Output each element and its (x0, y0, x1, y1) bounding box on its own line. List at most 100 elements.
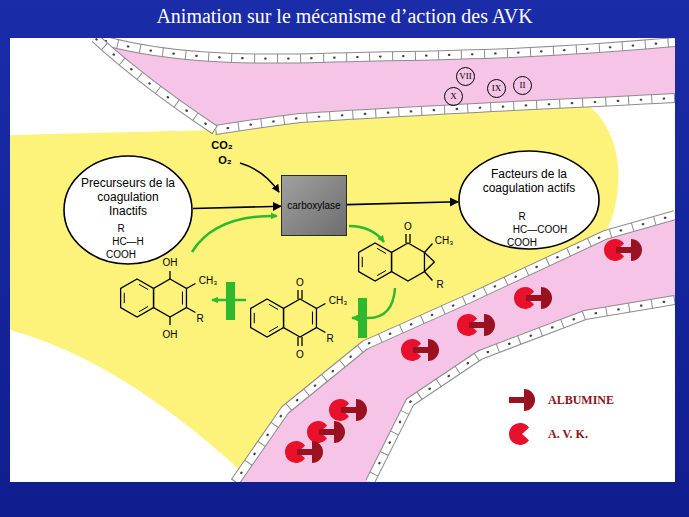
atom-label: CH₃ (199, 275, 218, 286)
vessel-wall (235, 215, 675, 482)
albumin-avk-complex (329, 399, 367, 421)
legend: ALBUMINE A. V. K. (496, 383, 614, 451)
node-label: IX (492, 83, 502, 93)
formula-label: COOH (106, 249, 136, 260)
albumin-avk-complex (285, 441, 323, 463)
vessel-wall (235, 215, 675, 482)
albumin-molecule (319, 429, 334, 435)
albumin-avk-complex (604, 239, 642, 261)
molecule-structure (169, 271, 170, 279)
albumin-molecule (297, 449, 312, 455)
molecule-structure (301, 337, 302, 346)
vessel-wall (95, 38, 215, 130)
vessel-wall (215, 98, 675, 130)
albumin-molecule (526, 295, 541, 301)
albumin-molecule (616, 247, 631, 253)
tissue (10, 38, 675, 482)
atom-label: R (326, 333, 333, 344)
formula-label: R (518, 211, 525, 222)
atom-label: CH₃ (435, 235, 454, 246)
molecule-structure (169, 317, 170, 325)
vessel-wall (235, 215, 675, 482)
factor-circle: X (444, 87, 463, 106)
vessel-wall (95, 38, 215, 130)
legend-text: ALBUMINE (548, 393, 614, 408)
vessel-wall (215, 98, 675, 130)
avk-molecule (509, 423, 529, 445)
molecule-structure (121, 279, 154, 317)
molecule-structure (154, 279, 187, 317)
molecule-structure (182, 292, 183, 305)
vessel-wall (95, 38, 215, 130)
vessel-wall (95, 38, 675, 59)
node-label: X (450, 91, 457, 101)
molecule-structure (359, 243, 392, 281)
slide-title: Animation sur le mécanisme d’action des … (0, 2, 689, 30)
albumin-molecule (341, 407, 356, 413)
molecule-structure (254, 313, 255, 323)
albumin-avk-complex (401, 339, 439, 361)
molecule-structure (269, 304, 278, 309)
molecule-structure (316, 328, 325, 333)
green-arrow (192, 216, 277, 252)
molecule-structure (392, 243, 425, 281)
legend-row: A. V. K. (496, 417, 614, 451)
molecule-structure (139, 284, 148, 289)
flow-arrow (347, 202, 458, 205)
lower-vessel (235, 215, 675, 482)
albumin-molecule (469, 322, 484, 328)
vessel-wall (370, 300, 675, 482)
ellipse-outline (64, 156, 192, 264)
vessel-wall (215, 98, 675, 130)
albumin-molecule (484, 314, 495, 336)
molecule-structure (424, 253, 434, 263)
molecule-structure (186, 284, 195, 289)
molecule-structure (186, 308, 195, 313)
vessel-wall (95, 38, 675, 59)
atom-label: OH (163, 329, 178, 340)
vessel-wall (370, 300, 675, 482)
molecule-structure (424, 262, 434, 272)
albumin-molecule (631, 239, 642, 261)
formula-label: HC—COOH (513, 224, 567, 235)
factor-circle: IX (487, 79, 506, 98)
molecule-structure (139, 307, 148, 312)
factor-circle: VII (456, 67, 475, 86)
node-label: carboxylase (287, 200, 340, 212)
inhibition-bar (226, 282, 235, 320)
vessel-wall (235, 215, 675, 482)
active-factor-ellipse: Facteurs de la coagulation actifs (458, 150, 600, 250)
node-label: Facteurs de la coagulation actifs (479, 168, 579, 196)
legend-sample (496, 419, 542, 449)
formula-label: COOH (507, 237, 537, 248)
ellipse-outline (459, 151, 599, 249)
formula-label: HC—H (112, 236, 144, 247)
molecule-structure (251, 299, 284, 337)
albumin-avk-complex (307, 421, 345, 443)
albumin-molecule (541, 287, 552, 309)
vessel-wall (370, 300, 675, 482)
vessel-wall (95, 38, 675, 482)
atom-label: CH₃ (329, 295, 348, 306)
factor-circle: II (513, 76, 532, 95)
node-label: VII (459, 71, 472, 81)
molecule-structure (301, 290, 302, 299)
albumin-molecule (428, 339, 439, 361)
atom-label: O (404, 221, 412, 232)
flow-arrow (193, 206, 281, 208)
co2-arrow (240, 163, 279, 192)
vessel-wall (95, 38, 675, 59)
legend-text: A. V. K. (548, 427, 588, 442)
molecule-structure (362, 257, 363, 267)
albumin-molecule (524, 389, 535, 411)
albumin-avk-complex (514, 287, 552, 309)
molecule-structure (377, 248, 386, 253)
molecule-structure (121, 271, 196, 325)
molecule-structure (284, 299, 317, 337)
molecule-structure (424, 272, 432, 281)
atom-label: O (296, 349, 304, 360)
albumin-molecule (356, 399, 367, 421)
vessel-wall (95, 38, 675, 59)
vessel-wall (95, 38, 215, 130)
